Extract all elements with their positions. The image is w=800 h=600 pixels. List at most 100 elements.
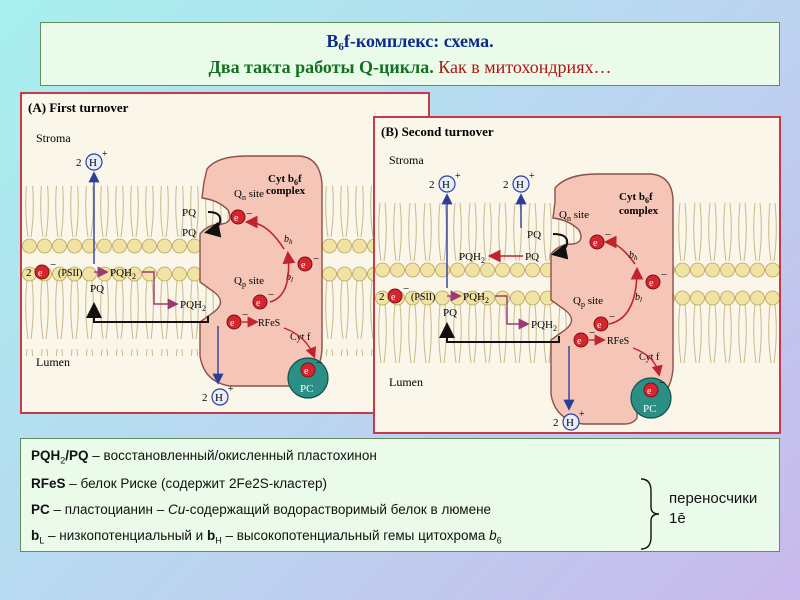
proton-top-a: H+: [85, 149, 108, 171]
complex-label-b: Cyt b6f: [619, 191, 653, 205]
svg-text:+: +: [579, 409, 585, 420]
svg-text:e: e: [391, 292, 396, 303]
psii-label-b: (PSII): [411, 292, 435, 303]
svg-text:e: e: [38, 268, 43, 279]
electron-qp2-b: e−: [573, 327, 595, 348]
svg-text:e: e: [593, 238, 598, 249]
bl-label-b: bl: [635, 292, 642, 304]
svg-text:e: e: [304, 366, 309, 377]
svg-text:e: e: [577, 336, 582, 347]
pqh2-qp-b: PQH2: [531, 319, 557, 333]
qn-site-a: Qn site: [234, 188, 264, 202]
legend-row-pc: PC – пластоцианин – Cu-содержащий водора…: [31, 502, 492, 517]
carriers-line-2: 1ē: [669, 510, 686, 527]
proton-bottom-b: H+: [562, 409, 585, 431]
legend-row-rfes: RFeS – белок Риске (содержит 2Fe2S-класт…: [31, 476, 327, 491]
pqh2-qp-a: PQH2: [180, 299, 206, 313]
svg-text:−: −: [313, 253, 319, 265]
electron-bl-a: e−: [297, 253, 319, 272]
heading-a: (A) First turnover: [28, 100, 129, 115]
arrow-pq-return-a: [86, 302, 209, 323]
pqh2-left-a: PQH2: [110, 267, 136, 281]
electron-psii-a: e−: [34, 259, 56, 280]
svg-text:e: e: [256, 298, 261, 309]
arrow-pqh2-qp-a: [142, 271, 179, 310]
svg-text:H: H: [516, 179, 524, 191]
svg-text:−: −: [403, 283, 409, 295]
pq-left-a: PQ: [90, 283, 104, 295]
svg-text:−: −: [605, 229, 611, 241]
bh-label-a: bh: [284, 234, 293, 246]
electron-qp1-b: e−: [593, 311, 615, 332]
pq-qn2-b: PQ: [525, 251, 539, 263]
title-line-1: B6f-комплекс: схема.: [41, 31, 779, 53]
arrow-pq-return-b: [439, 322, 560, 343]
complex-label2-b: complex: [619, 205, 659, 217]
title-red: Как в митохондриях…: [438, 57, 612, 77]
svg-text:+: +: [102, 149, 108, 160]
legend-box: PQH2/PQ – восстановленный/окисленный пла…: [20, 438, 780, 552]
proton-top1-b: H+: [438, 171, 461, 193]
svg-text:−: −: [659, 377, 665, 389]
svg-text:H: H: [89, 157, 97, 169]
qn-arrow-a: [204, 211, 222, 238]
electron-qp2-a: e−: [226, 309, 248, 330]
two-h-bot-b: 2: [553, 417, 559, 429]
svg-text:−: −: [609, 311, 615, 323]
pq-qn2-a: PQ: [182, 227, 196, 239]
svg-text:+: +: [228, 384, 234, 395]
arrow-pqh2-qp-b: [495, 295, 530, 330]
legend-carriers: переносчики 1ē: [669, 489, 757, 529]
svg-text:−: −: [246, 208, 252, 220]
carriers-line-1: переносчики: [669, 490, 758, 507]
pq-left-b: PQ: [443, 307, 457, 319]
arrow-bl-bh-a: [269, 250, 296, 303]
cyt-b6f-complex-b: [550, 173, 674, 425]
arrow-bh-qn-a: [244, 215, 285, 250]
two-e-b: 2: [379, 291, 385, 303]
legend-brace: [640, 478, 660, 550]
stroma-label-a: Stroma: [36, 131, 71, 145]
svg-text:−: −: [316, 357, 322, 369]
electron-qp1-a: e−: [252, 289, 274, 310]
arrow-cytf-a: [283, 327, 317, 359]
diagram-second-turnover: (B) Second turnover Stroma Lumen Cyt b6f…: [375, 118, 779, 432]
complex-label2-a: complex: [266, 185, 306, 197]
two-h-top1-b: 2: [429, 179, 435, 191]
svg-text:−: −: [50, 259, 56, 271]
proton-bottom-a: H+: [211, 384, 234, 406]
svg-text:e: e: [647, 386, 652, 397]
proton-top2-b: H+: [512, 171, 535, 193]
panel-first-turnover: (A) First turnover Stroma Lumen Cyt b6f …: [20, 92, 430, 414]
electron-psii-b: e−: [387, 283, 409, 304]
rfes-label-a: RFeS: [258, 318, 280, 329]
qn-site-b: Qn site: [559, 209, 589, 223]
qp-site-a: Qp site: [234, 275, 264, 289]
electron-bl-b: e−: [645, 269, 667, 290]
pq-qn1-a: PQ: [182, 207, 196, 219]
svg-text:H: H: [215, 392, 223, 404]
svg-text:e: e: [234, 213, 239, 224]
svg-text:H: H: [442, 179, 450, 191]
pc-a: e−PC: [287, 357, 329, 399]
complex-label-a: Cyt b6f: [268, 173, 302, 187]
arrow-bl-bh-b: [608, 266, 644, 325]
svg-text:e: e: [230, 318, 235, 329]
psii-label-a: (PSII): [58, 268, 82, 279]
svg-text:H: H: [566, 417, 574, 429]
bh-label-b: bh: [629, 250, 638, 262]
legend-row-pq: PQH2/PQ – восстановленный/окисленный пла…: [31, 448, 377, 466]
two-h-bot-a: 2: [202, 392, 208, 404]
stroma-label-b: Stroma: [389, 153, 424, 167]
svg-text:+: +: [529, 171, 535, 182]
two-h-top-a: 2: [76, 157, 82, 169]
two-h-top2-b: 2: [503, 179, 509, 191]
title-main: Два такта работы Q-цикла.: [208, 57, 434, 77]
svg-text:e: e: [301, 260, 306, 271]
pc-b: e−PC: [630, 377, 672, 419]
lumen-label-b: Lumen: [389, 375, 423, 389]
svg-text:−: −: [268, 289, 274, 301]
legend-row-b: bL – низкопотенциальный и bH – высокопот…: [31, 528, 502, 546]
svg-text:e: e: [649, 278, 654, 289]
qp-site-b: Qp site: [573, 295, 603, 309]
